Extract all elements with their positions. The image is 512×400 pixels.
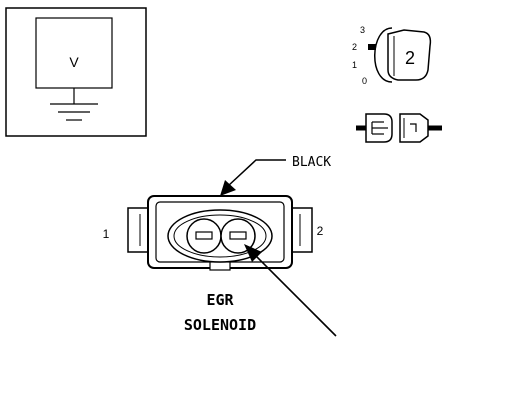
key-head — [387, 29, 432, 81]
connector-half-right — [399, 113, 429, 143]
ground-icon — [50, 88, 98, 121]
wire-color-label: BLACK — [292, 155, 331, 170]
voltmeter-label: V — [69, 54, 79, 70]
key-cylinder — [374, 27, 393, 83]
terminal-2 — [229, 231, 247, 240]
voltmeter-panel: V — [5, 7, 147, 137]
wire-color-callout: BLACK — [220, 155, 331, 196]
key-position-3: 3 — [360, 25, 365, 35]
voltmeter-frame — [5, 7, 147, 137]
connector-latch — [209, 261, 231, 271]
key-position-0: 0 — [362, 76, 367, 86]
terminal-1 — [195, 231, 213, 240]
egr-solenoid-connector: 1 2 — [103, 195, 324, 271]
component-title-line1: EGR — [206, 291, 234, 309]
ignition-key-icon: 3 2 1 0 2 — [352, 25, 432, 86]
pin-number-1: 1 — [103, 227, 110, 241]
key-selected-position: 2 — [405, 48, 415, 68]
connector-pair-icon — [356, 113, 442, 143]
key-position-1: 1 — [352, 60, 357, 70]
voltmeter-symbol — [35, 17, 113, 89]
callout-arrowhead — [220, 180, 236, 196]
probe-arrowhead — [244, 244, 262, 262]
test-probe-arrow — [244, 244, 337, 337]
key-position-2: 2 — [352, 42, 357, 52]
pin-number-2: 2 — [317, 224, 324, 238]
component-title-line2: SOLENOID — [184, 316, 256, 334]
